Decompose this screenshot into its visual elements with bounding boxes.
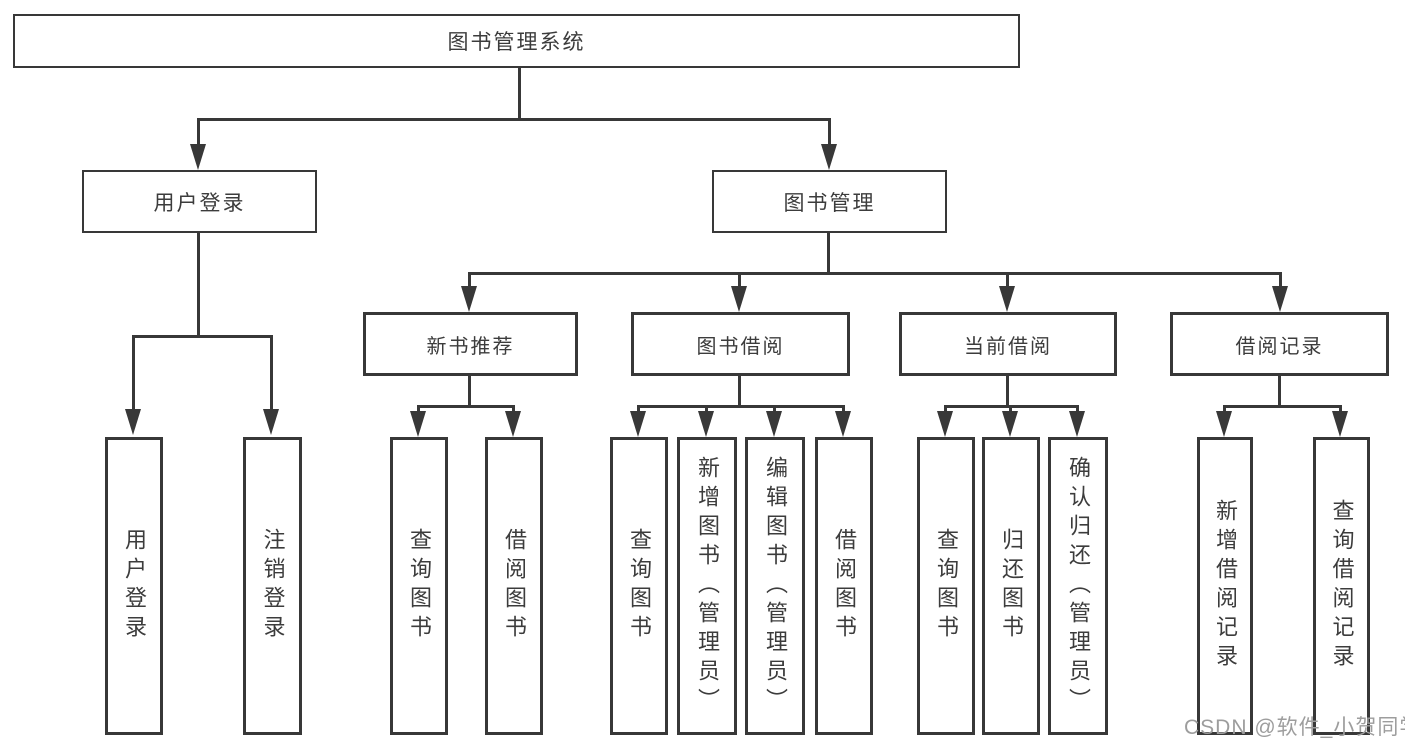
arrowhead [1272, 286, 1288, 312]
node-book-borrowing: 图书借阅 [631, 312, 850, 376]
leaf-user-login: 用户登录 [105, 437, 163, 735]
connector [738, 376, 741, 408]
arrowhead [630, 411, 646, 437]
connector [518, 68, 521, 120]
connector [842, 405, 845, 413]
arrowhead [461, 286, 477, 312]
node-book-management: 图书管理 [712, 170, 947, 233]
connector [1009, 405, 1012, 413]
arrowhead [125, 409, 141, 435]
leaf-add-book-admin: 新增图书（管理员） [677, 437, 737, 735]
arrowhead [410, 411, 426, 437]
connector [1223, 405, 1342, 408]
leaf-return-books: 归还图书 [982, 437, 1040, 735]
arrowhead [1069, 411, 1085, 437]
arrowhead [263, 409, 279, 435]
arrowhead [766, 411, 782, 437]
leaf-logout: 注销登录 [243, 437, 302, 735]
arrowhead [505, 411, 521, 437]
connector [738, 272, 741, 288]
connector [1223, 405, 1226, 413]
connector [270, 335, 273, 409]
leaf-query-books-recommend: 查询图书 [390, 437, 448, 735]
arrowhead [821, 144, 837, 170]
connector [1339, 405, 1342, 413]
connector [773, 405, 776, 413]
arrowhead [835, 411, 851, 437]
connector [1279, 272, 1282, 288]
connector [468, 272, 1282, 275]
node-user-login: 用户登录 [82, 170, 317, 233]
arrowhead [1216, 411, 1232, 437]
connector [828, 118, 831, 150]
leaf-query-books-borrowing: 查询图书 [610, 437, 668, 735]
connector [132, 335, 135, 409]
connector [637, 405, 640, 413]
leaf-query-borrow-record: 查询借阅记录 [1313, 437, 1370, 735]
node-library-management-system: 图书管理系统 [13, 14, 1020, 68]
arrowhead [698, 411, 714, 437]
leaf-query-books-current: 查询图书 [917, 437, 975, 735]
connector [468, 272, 471, 288]
connector [468, 376, 471, 408]
connector [705, 405, 708, 413]
connector [944, 405, 947, 413]
connector [197, 118, 831, 121]
arrowhead [731, 286, 747, 312]
csdn-watermark: CSDN @软件_小贺同学 [1184, 716, 1405, 739]
node-borrowing-records: 借阅记录 [1170, 312, 1389, 376]
leaf-add-borrow-record: 新增借阅记录 [1197, 437, 1253, 735]
connector [1278, 376, 1281, 408]
connector [197, 233, 200, 337]
leaf-borrow-books-recommend: 借阅图书 [485, 437, 543, 735]
arrowhead [999, 286, 1015, 312]
connector [417, 405, 420, 413]
arrowhead [190, 144, 206, 170]
connector [197, 118, 200, 150]
leaf-confirm-return-admin: 确认归还（管理员） [1048, 437, 1108, 735]
leaf-borrow-books-borrowing: 借阅图书 [815, 437, 873, 735]
leaf-edit-book-admin: 编辑图书（管理员） [745, 437, 805, 735]
connector [132, 335, 273, 338]
node-current-borrowing: 当前借阅 [899, 312, 1117, 376]
connector [512, 405, 515, 413]
connector [1076, 405, 1079, 413]
connector [827, 233, 830, 274]
connector [417, 405, 515, 408]
node-new-book-recommendation: 新书推荐 [363, 312, 578, 376]
connector [1006, 376, 1009, 408]
connector [637, 405, 845, 408]
arrowhead [937, 411, 953, 437]
connector [1006, 272, 1009, 288]
arrowhead [1002, 411, 1018, 437]
arrowhead [1332, 411, 1348, 437]
